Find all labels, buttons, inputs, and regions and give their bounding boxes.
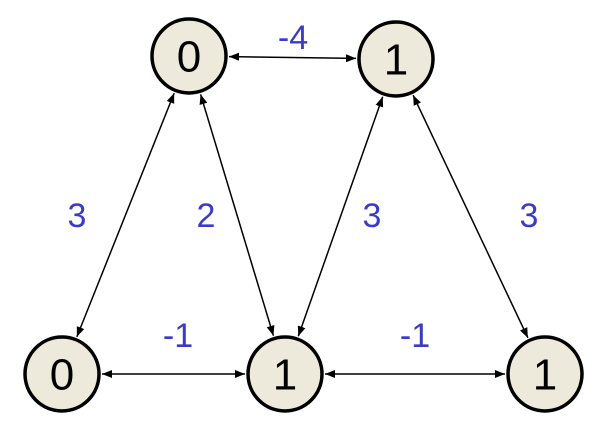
edge-top-right-bottom-right: [412, 94, 529, 339]
edge-top-left-bottom-left: [76, 92, 175, 338]
node-label: 1: [273, 351, 297, 400]
edge-weights: -4 3 2 3 3 -1 -1: [68, 19, 539, 355]
node-bottom-right: 1: [506, 335, 584, 413]
edge-top-right-bottom-middle: [297, 96, 384, 337]
node-circle: [150, 17, 228, 95]
edge-weight-top-right-bottom-middle: 3: [363, 197, 382, 235]
edge-top-left-bottom-middle: [199, 94, 275, 336]
edge-weight-top-left-top-right: -4: [278, 19, 308, 57]
edges: [76, 52, 529, 378]
node-label: 1: [384, 36, 408, 85]
node-label: 0: [50, 351, 74, 400]
node-label: 0: [177, 33, 201, 82]
node-circle: [246, 335, 324, 413]
node-bottom-middle: 1: [246, 335, 324, 413]
node-circle: [506, 335, 584, 413]
node-circle: [357, 20, 435, 98]
node-circle: [23, 335, 101, 413]
node-bottom-left: 0: [23, 335, 101, 413]
edge-weight-top-left-bottom-left: 3: [68, 197, 87, 235]
node-label: 1: [533, 351, 557, 400]
nodes: 0 1 0 1 1: [23, 17, 584, 413]
edge-weight-bottom-left-bottom-middle: -1: [163, 317, 193, 355]
edge-weight-bottom-middle-bottom-right: -1: [400, 317, 430, 355]
edge-top-left-top-right: [228, 52, 357, 63]
node-top-right: 1: [357, 20, 435, 98]
edge-weight-top-left-bottom-middle: 2: [197, 197, 216, 235]
edge-weight-top-right-bottom-right: 3: [520, 197, 539, 235]
node-top-left: 0: [150, 17, 228, 95]
